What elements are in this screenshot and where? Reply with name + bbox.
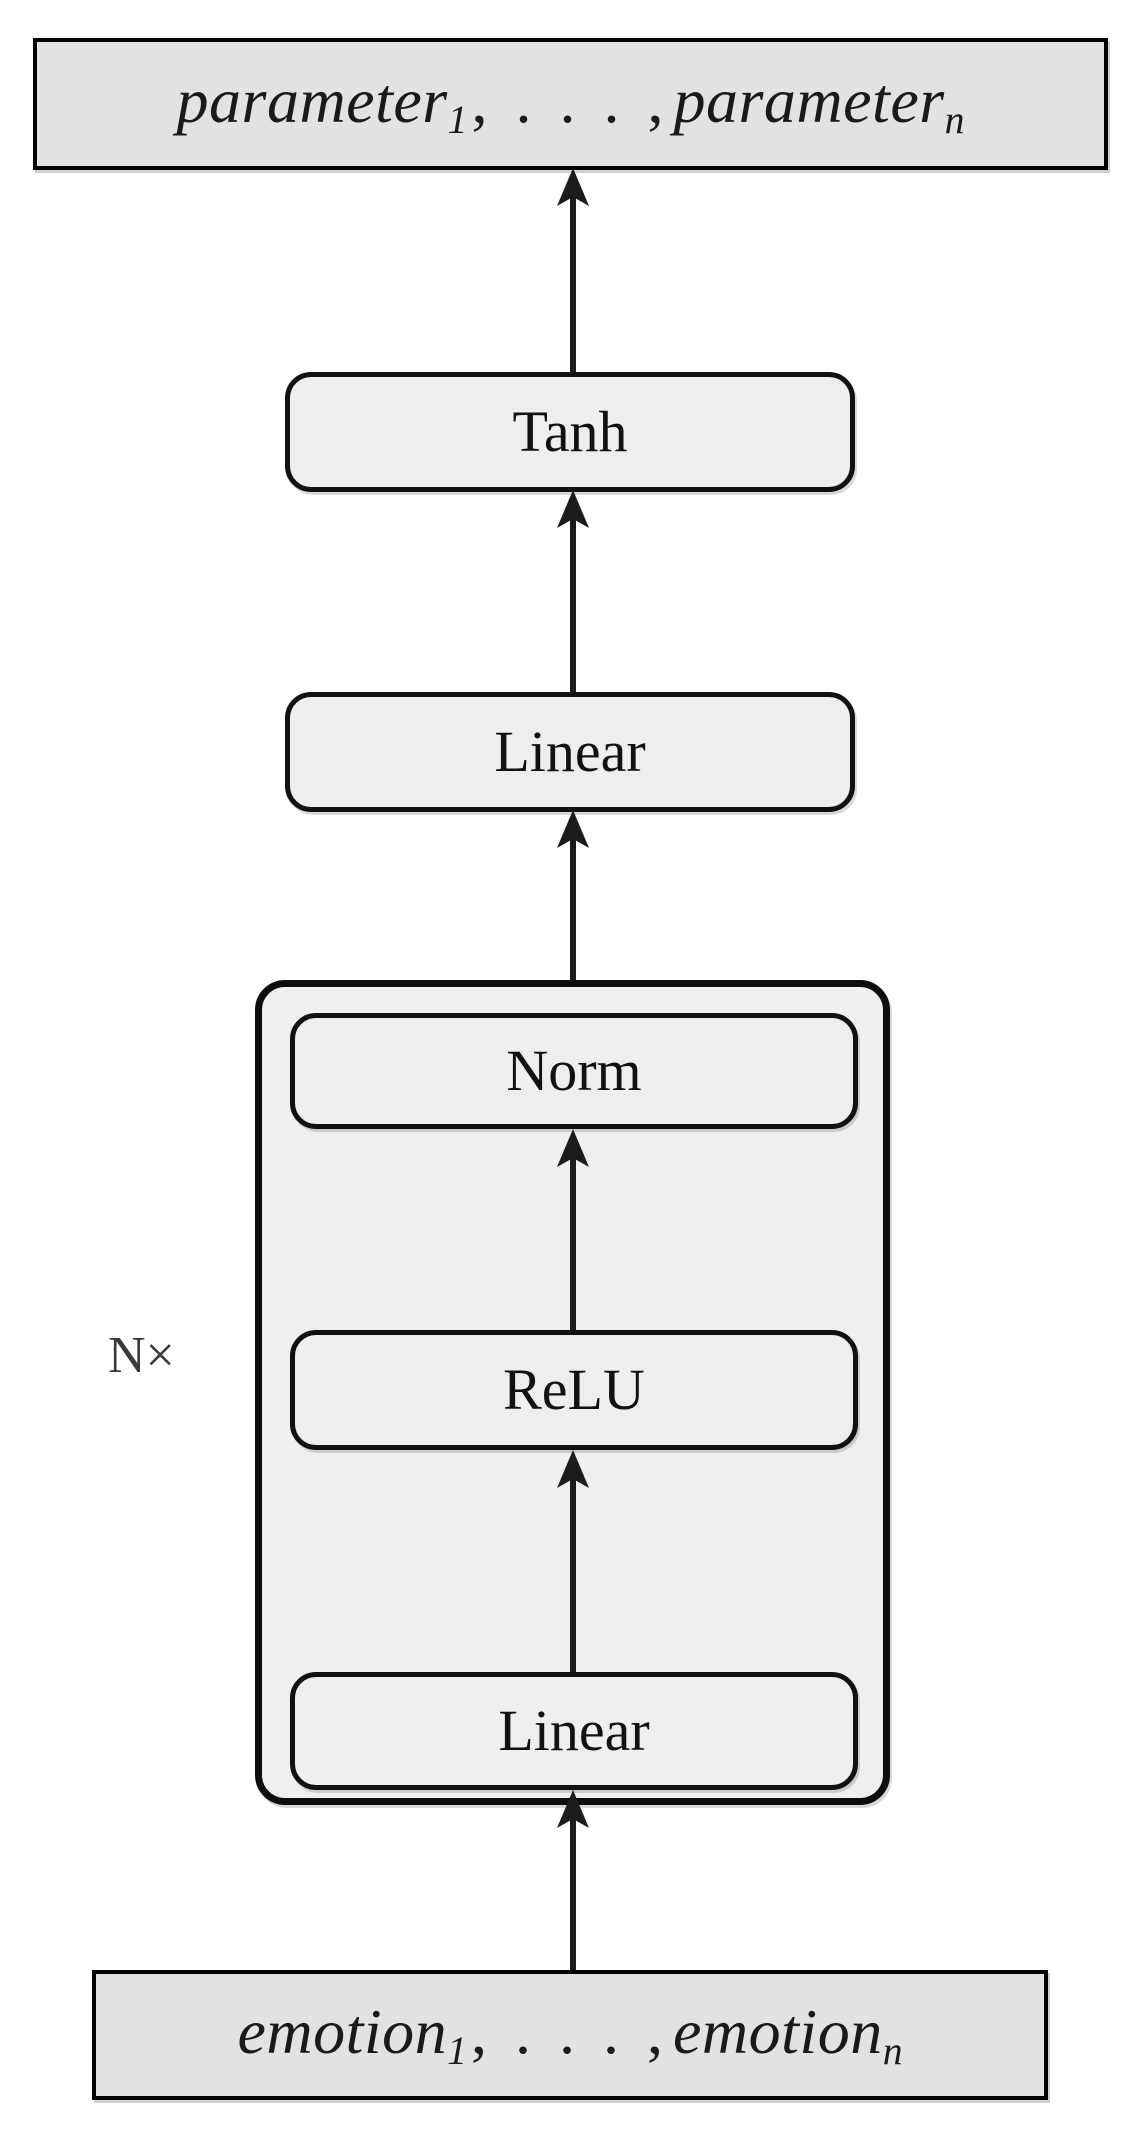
parameter-ellipsis: , . . . ,: [471, 65, 670, 137]
arrow-linear-to-tanh: [557, 490, 589, 700]
arrow-tanh-to-parameter: [557, 168, 589, 378]
parameter-output-label: parameter1, . . . ,parametern: [177, 64, 965, 143]
emotion-subscript-1: 1: [447, 2029, 467, 2074]
arrow-norm-to-linear: [557, 810, 589, 990]
parameter-base-1: parameter: [176, 65, 448, 137]
emotion-base-1: emotion: [237, 1996, 448, 2068]
node-linear-inner-label: Linear: [498, 1698, 650, 1763]
emotion-base-2: emotion: [673, 1996, 883, 2068]
node-linear-inner[interactable]: Linear: [290, 1672, 858, 1790]
parameter-output-box: parameter1, . . . ,parametern: [33, 38, 1108, 170]
arrow-linear-inner-to-relu: [557, 1450, 589, 1676]
repeat-block-label: N×: [108, 1327, 175, 1384]
node-tanh[interactable]: Tanh: [285, 372, 855, 492]
parameter-base-2: parameter: [673, 65, 945, 137]
emotion-subscript-n: n: [882, 2029, 903, 2074]
node-norm[interactable]: Norm: [290, 1013, 858, 1129]
parameter-subscript-1: 1: [447, 98, 468, 143]
node-linear-outer[interactable]: Linear: [285, 692, 855, 812]
emotion-input-box: emotion1, . . . ,emotionn: [92, 1970, 1048, 2100]
node-tanh-label: Tanh: [512, 399, 628, 464]
arrow-relu-to-norm: [557, 1129, 589, 1334]
node-relu[interactable]: ReLU: [290, 1330, 858, 1450]
parameter-subscript-n: n: [944, 98, 965, 143]
node-relu-label: ReLU: [503, 1357, 645, 1422]
node-norm-label: Norm: [506, 1038, 642, 1103]
emotion-input-label: emotion1, . . . ,emotionn: [237, 1995, 902, 2074]
arrow-emotion-to-linear-inner: [557, 1790, 589, 1972]
emotion-ellipsis: , . . . ,: [471, 1996, 669, 2068]
node-linear-outer-label: Linear: [494, 719, 646, 784]
